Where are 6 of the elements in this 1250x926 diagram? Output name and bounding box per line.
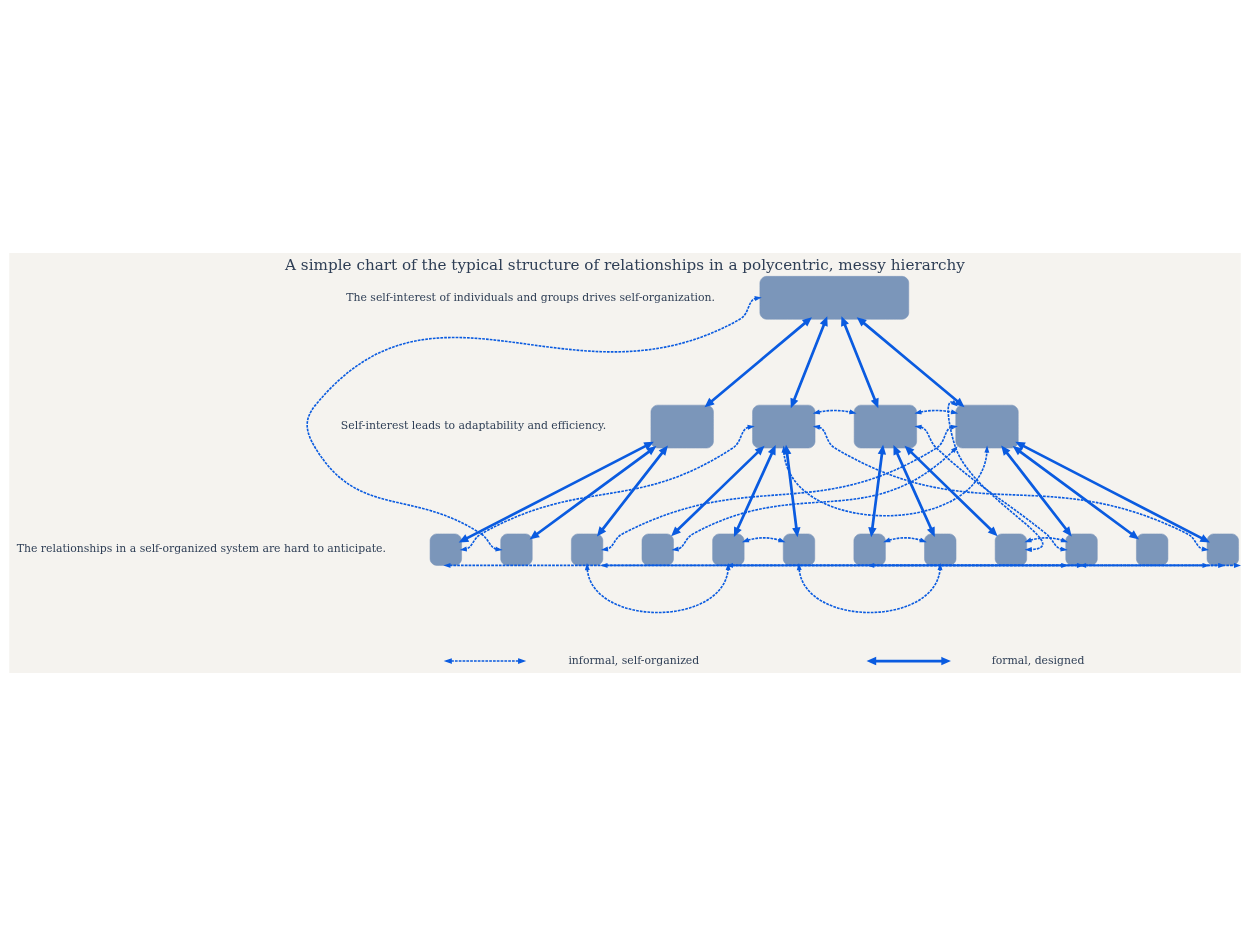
legend-label: informal, self-organized bbox=[568, 653, 700, 667]
diagram-title: A simple chart of the typical structure of relationships in a polycentric, messy hierarchy bbox=[285, 255, 965, 274]
label: The relationships in a self-organized system are hard to anticipate. bbox=[16, 542, 386, 556]
label: Self-interest leads to adaptability and efficiency. bbox=[340, 419, 607, 433]
label: The self-interest of individuals and groups drives self-organization. bbox=[346, 290, 715, 304]
legend-label: formal, designed bbox=[991, 653, 1085, 667]
